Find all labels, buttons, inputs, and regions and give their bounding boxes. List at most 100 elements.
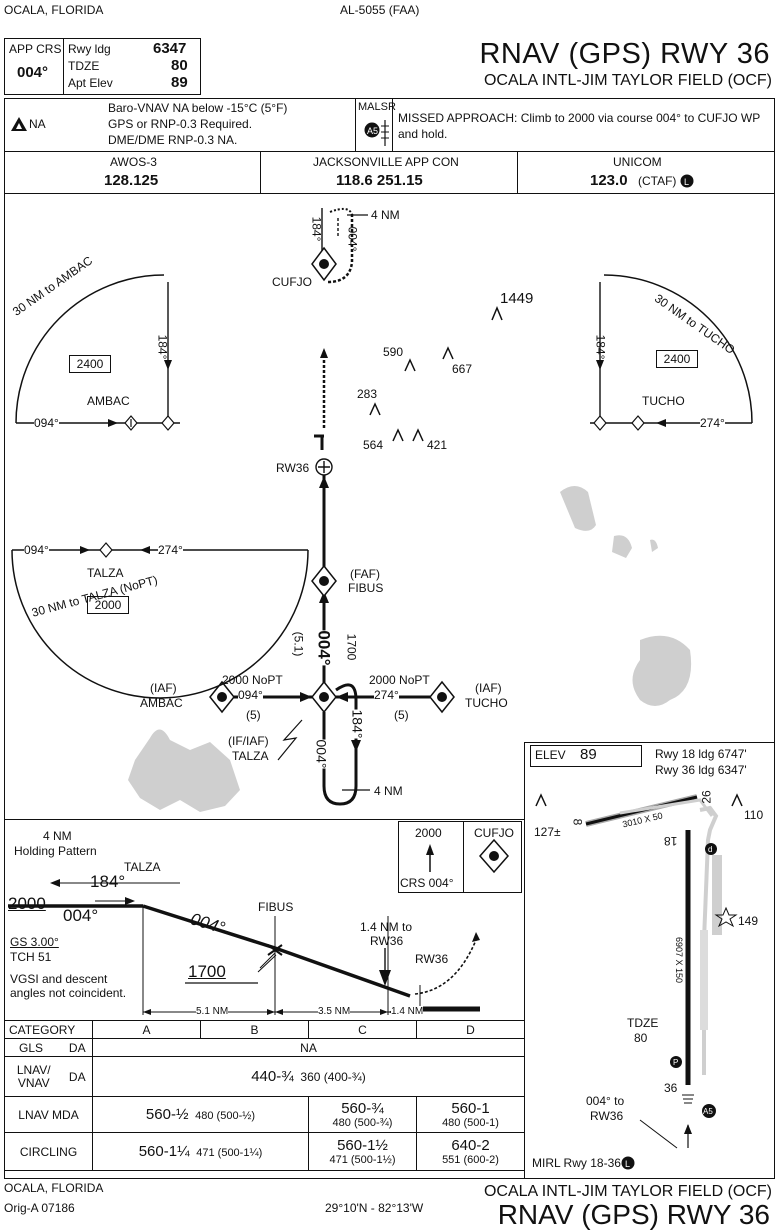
alternate-na-label: NA — [29, 117, 46, 131]
ambac-iaf-icon — [209, 680, 235, 714]
cufjo-label: CUFJO — [272, 275, 312, 289]
lnav-vnav-da: DA — [62, 1056, 93, 1097]
ma-alt-label: 2000 — [415, 826, 442, 840]
lnav-d-value: 560-1 — [451, 1100, 490, 1117]
app-crs-value: 004° — [17, 64, 49, 81]
tucho-dist-label: (5) — [394, 708, 409, 722]
ambac-msa-label: AMBAC — [87, 394, 130, 408]
profile-alt-2000: 2000 — [8, 894, 46, 913]
tdze-value: 80 — [171, 57, 188, 74]
lnav-d-sub: 480 (500-1) — [442, 1117, 499, 1129]
footer-airport-name: OCALA INTL-JIM TAYLOR FIELD (OCF) — [483, 1183, 772, 1200]
elev-box — [530, 745, 642, 767]
glideslope-label: GS 3.00° — [10, 935, 59, 949]
elev-149: 149 — [738, 914, 759, 928]
fibus-fix-icon — [311, 564, 337, 598]
talza-274-label: 274° — [158, 543, 183, 557]
note-line-3: DME/DME RNP-0.3 NA. — [108, 133, 238, 147]
svg-text:L: L — [625, 1159, 630, 1169]
gls-label: GLS — [4, 1038, 63, 1057]
circ-ab-sub: 471 (500-1¼) — [196, 1147, 263, 1159]
tdze-label: TDZE — [68, 59, 100, 73]
unicom-label: UNICOM — [613, 155, 662, 169]
cat-c: C — [308, 1020, 417, 1039]
app-crs-label: APP CRS — [9, 42, 62, 56]
app-con-label: JACKSONVILLE APP CON — [313, 155, 459, 169]
holding-4nm: 4 NM — [43, 829, 72, 843]
fibus-label: FIBUS — [348, 581, 384, 595]
profile-to-rw36-1: 1.4 NM to — [360, 920, 413, 934]
tucho-iaf-label: TUCHO — [465, 696, 508, 710]
vgsi-note-1: VGSI and descent — [10, 972, 108, 986]
ma-crs-label: CRS 004° — [400, 876, 454, 890]
location-label: OCALA, FLORIDA — [4, 3, 104, 17]
obstacle-1449: 1449 — [500, 290, 534, 307]
ambac-nopt-label: 2000 NoPT — [222, 673, 283, 687]
cat-a: A — [92, 1020, 201, 1039]
holding-pattern-label: Holding Pattern — [14, 844, 97, 858]
ambac-dist-label: (5) — [246, 708, 261, 722]
profile-talza: TALZA — [124, 860, 161, 874]
lighting-a5-icon: A5 — [364, 120, 389, 146]
rwy18-label: 18 — [664, 834, 678, 848]
svg-text:A5: A5 — [703, 1107, 713, 1116]
hold-184-course: 184° — [349, 709, 366, 739]
dist-5-1: 5.1 NM — [196, 1006, 229, 1017]
airport-tdze-label: TDZE — [627, 1016, 659, 1030]
mirl-label: MIRL Rwy 18-36 — [532, 1156, 621, 1170]
briefing-box — [4, 38, 201, 95]
vgsi-note-2: angles not coincident. — [10, 986, 127, 1000]
svg-text:L: L — [684, 177, 689, 187]
tucho-iaf-tag: (IAF) — [475, 681, 502, 695]
obstacle-667: 667 — [452, 362, 473, 376]
missed-approach-icons — [398, 821, 522, 893]
cat-d: D — [416, 1020, 525, 1039]
rwy-ldg-label: Rwy ldg — [68, 42, 111, 56]
ma-fix-label: CUFJO — [474, 826, 514, 840]
obstacle-590: 590 — [383, 345, 404, 359]
talza-094-label: 094° — [24, 543, 49, 557]
msa-talza-box: 2000 — [87, 596, 129, 614]
lnav-vnav-label: LNAV/ VNAV — [4, 1056, 63, 1097]
faf-label: (FAF) — [350, 567, 380, 581]
rwy36-ldg: Rwy 36 ldg 6347' — [655, 763, 747, 777]
ambac-iaf-label: AMBAC — [140, 696, 183, 710]
obstacle-283: 283 — [357, 387, 378, 401]
circling-label: CIRCLING — [4, 1132, 93, 1171]
dist-51-label: (5.1) — [291, 631, 306, 657]
tucho-msa-label: TUCHO — [642, 394, 685, 408]
cat-b: B — [200, 1020, 309, 1039]
hold-004-label: 004° — [345, 226, 360, 252]
elev-label: ELEV — [535, 748, 566, 762]
circ-c-sub: 471 (500-1½) — [329, 1154, 396, 1166]
profile-alt-1700: 1700 — [188, 962, 226, 981]
circ-d-sub: 551 (600-2) — [442, 1154, 499, 1166]
elev-value: 89 — [580, 746, 597, 763]
svg-text:P: P — [673, 1058, 678, 1067]
footer-amendment: Orig-A 07186 — [4, 1201, 75, 1215]
awos-label: AWOS-3 — [110, 155, 157, 169]
footer-procedure-title: RNAV (GPS) RWY 36 — [497, 1199, 770, 1230]
unicom-ctaf: (CTAF) — [638, 174, 677, 188]
if-iaf-tag: (IF/IAF) — [228, 734, 269, 748]
missed-approach-text: MISSED APPROACH: Climb to 2000 via cours… — [398, 111, 761, 141]
pcl-icon: L — [680, 174, 694, 188]
rwy18-36-dims: 6907 X 150 — [674, 936, 685, 984]
apt-elev-label: Apt Elev — [68, 76, 113, 90]
hold-184-label: 184° — [309, 216, 324, 242]
lnav-c-sub: 480 (500-¾) — [332, 1117, 393, 1129]
mirl-pcl-icon: L — [621, 1156, 635, 1170]
tucho-184-label: 184° — [593, 334, 608, 360]
lnav-ab-sub: 480 (500-½) — [195, 1110, 256, 1122]
hold-004-course: 004° — [313, 739, 330, 769]
crs-note-1: 004° to — [586, 1094, 625, 1108]
talza-fix-icon — [311, 680, 337, 714]
gls-da: DA — [62, 1038, 93, 1057]
circ-ab-value: 560-1¼ — [138, 1143, 190, 1160]
talza-if-label: TALZA — [232, 749, 269, 763]
lighting-label: MALSR — [358, 101, 396, 113]
lnav-vnav-sub: 360 (400-¾) — [300, 1070, 366, 1084]
hold-4nm-label: 4 NM — [371, 208, 400, 222]
profile-to-rw36-2: RW36 — [370, 934, 404, 948]
